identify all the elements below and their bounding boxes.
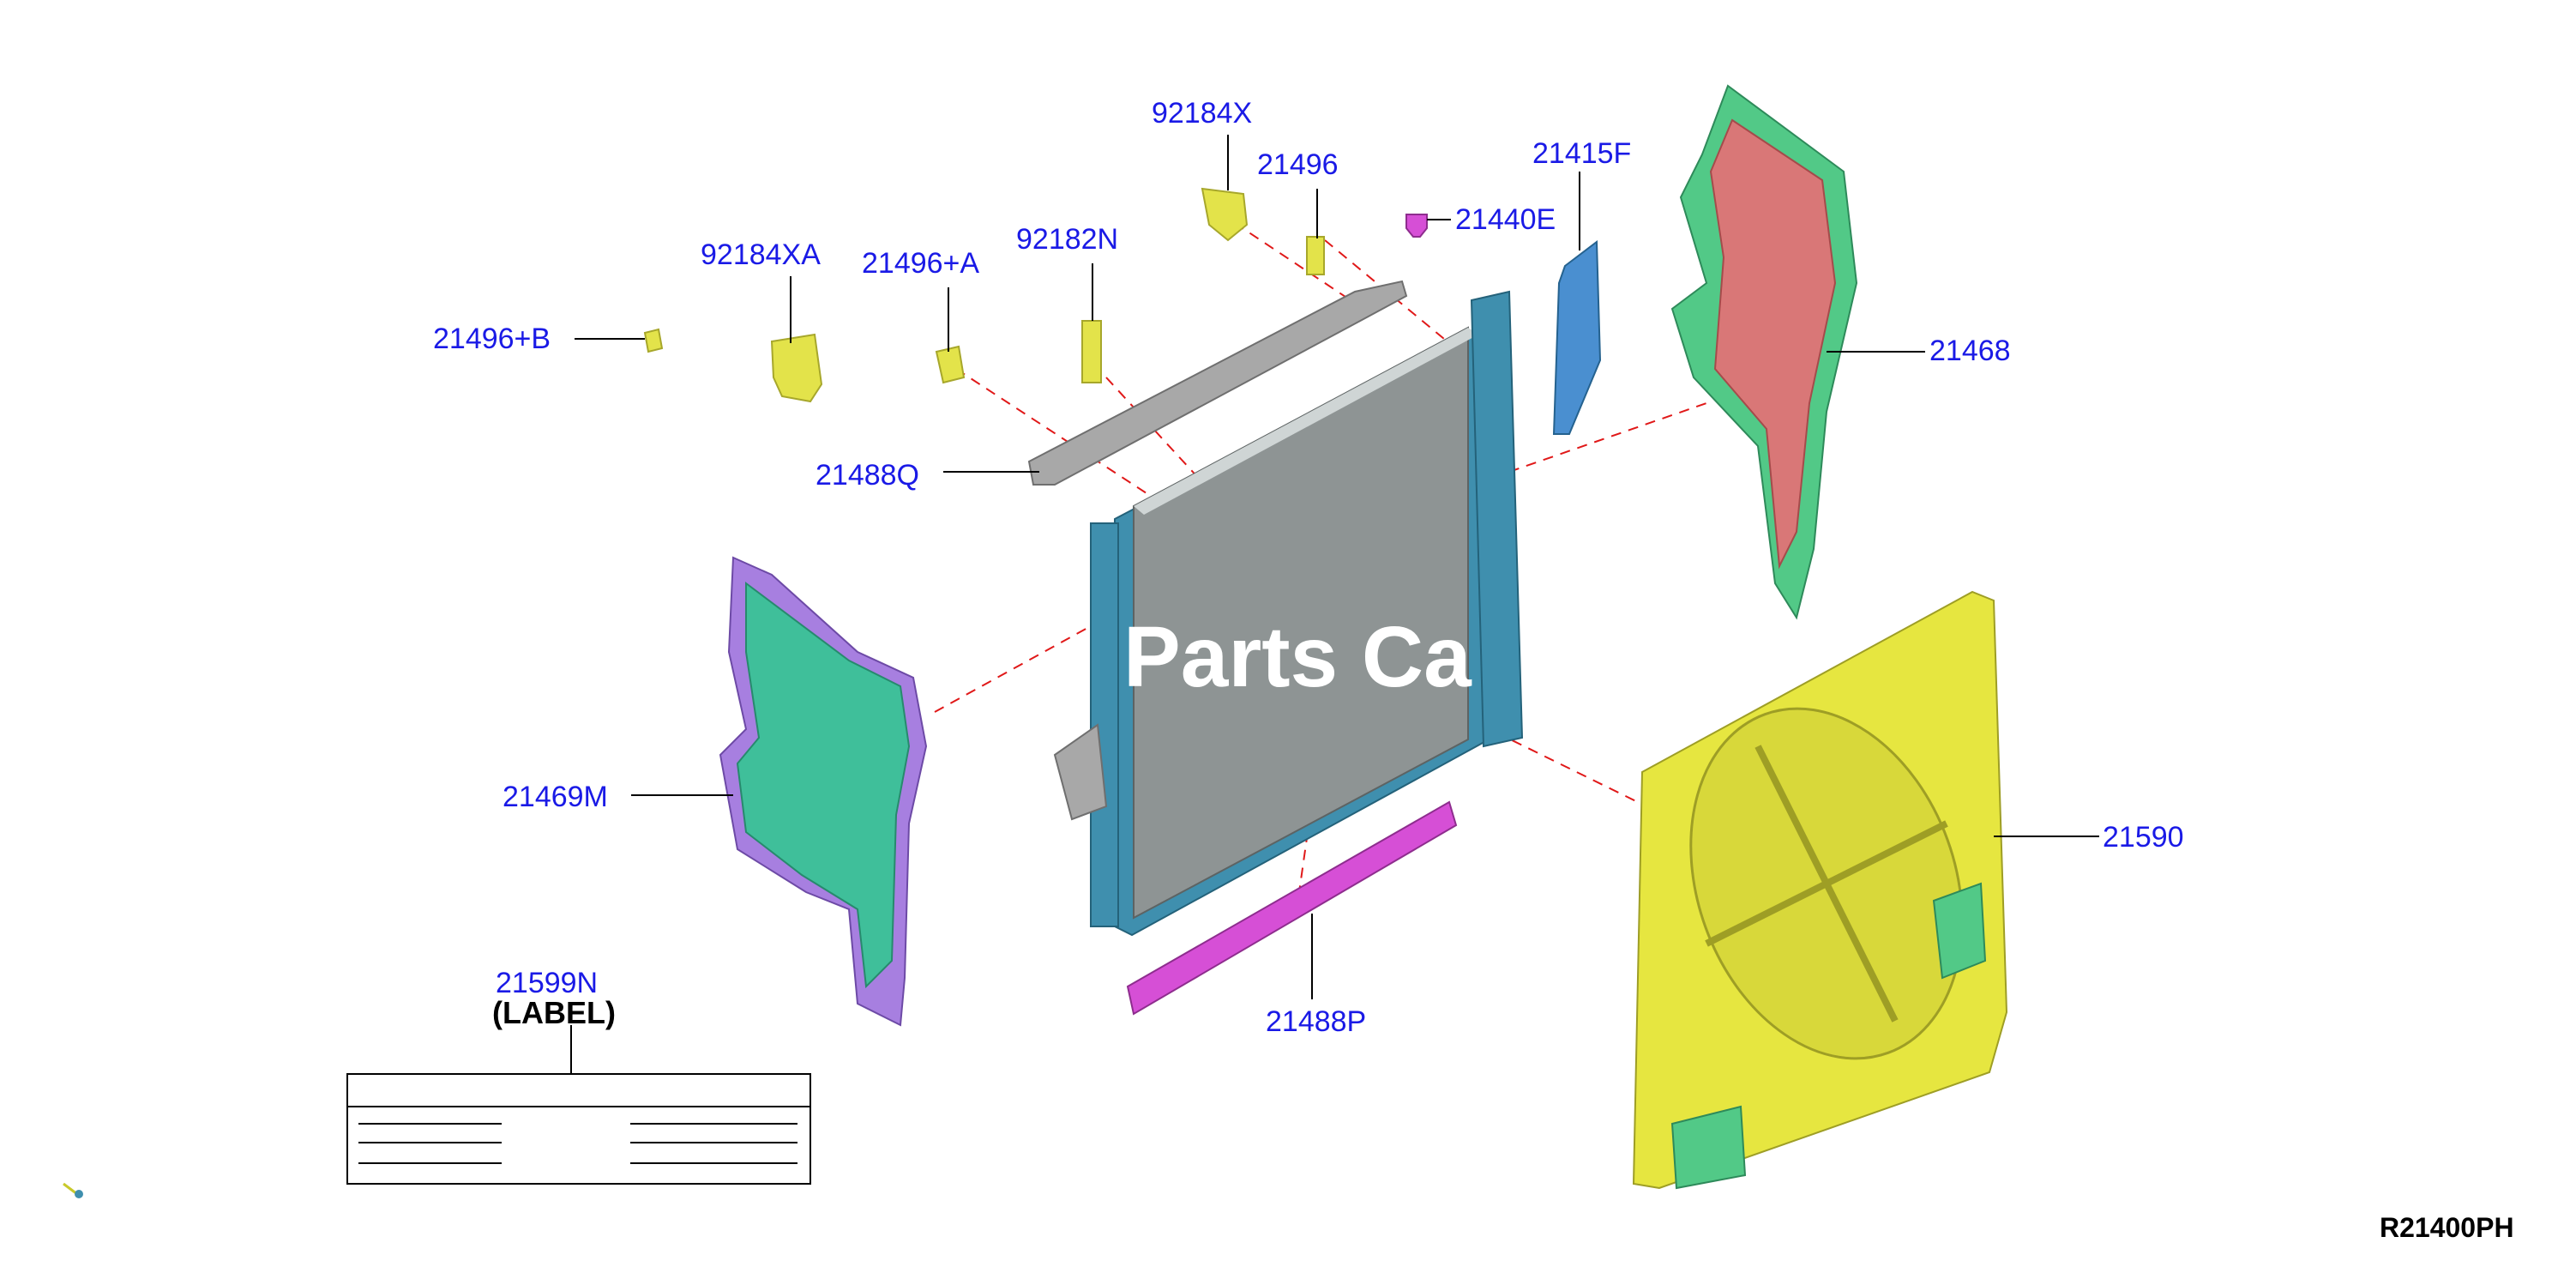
part-label-92184xa[interactable]: 92184XA bbox=[701, 238, 821, 271]
part-label-21590[interactable]: 21590 bbox=[2103, 821, 2184, 854]
part-label-21496-a[interactable]: 21496+A bbox=[862, 247, 979, 280]
small-fastener-icon bbox=[63, 1182, 83, 1198]
upper-bracket-shape bbox=[1027, 280, 1408, 486]
part-label-92182n[interactable]: 92182N bbox=[1016, 223, 1118, 256]
part-label-21599n[interactable]: 21599N bbox=[496, 967, 598, 999]
part-label-92184x[interactable]: 92184X bbox=[1152, 97, 1252, 130]
clip-92184x-shape bbox=[1201, 187, 1249, 242]
clip-21440e-shape bbox=[1405, 214, 1428, 238]
label-box-21599n bbox=[346, 1073, 811, 1185]
part-label-21496-b[interactable]: 21496+B bbox=[433, 323, 551, 355]
part-label-21496[interactable]: 21496 bbox=[1257, 148, 1339, 181]
fan-shroud-21590-shape bbox=[1632, 590, 2008, 1190]
label-note: (LABEL) bbox=[492, 995, 616, 1030]
seal-21488p-shape bbox=[1126, 800, 1458, 1016]
air-guide-21468-shape bbox=[1670, 84, 1858, 620]
watermark-text: Parts Ca bbox=[1123, 609, 1472, 705]
diagram-code: R21400PH bbox=[2380, 1212, 2514, 1243]
part-label-21469m[interactable]: 21469M bbox=[503, 781, 608, 813]
part-label-21488q[interactable]: 21488Q bbox=[816, 459, 919, 492]
seal-21415f-shape bbox=[1552, 240, 1602, 435]
part-label-21440e[interactable]: 21440E bbox=[1455, 203, 1556, 236]
part-label-21488p[interactable]: 21488P bbox=[1266, 1005, 1366, 1038]
clip-21496-b-shape bbox=[643, 328, 664, 353]
radiator-shape bbox=[1053, 290, 1524, 937]
air-guide-21469m-shape bbox=[719, 556, 928, 1027]
clip-21496-a-shape bbox=[935, 345, 966, 384]
part-label-21415f[interactable]: 21415F bbox=[1532, 137, 1631, 170]
part-label-21468[interactable]: 21468 bbox=[1929, 335, 2011, 367]
clip-92184xa-shape bbox=[770, 333, 823, 403]
clip-21496-shape bbox=[1306, 236, 1325, 275]
clip-92182n-shape bbox=[1081, 320, 1102, 383]
leader-lines bbox=[570, 135, 2099, 1074]
